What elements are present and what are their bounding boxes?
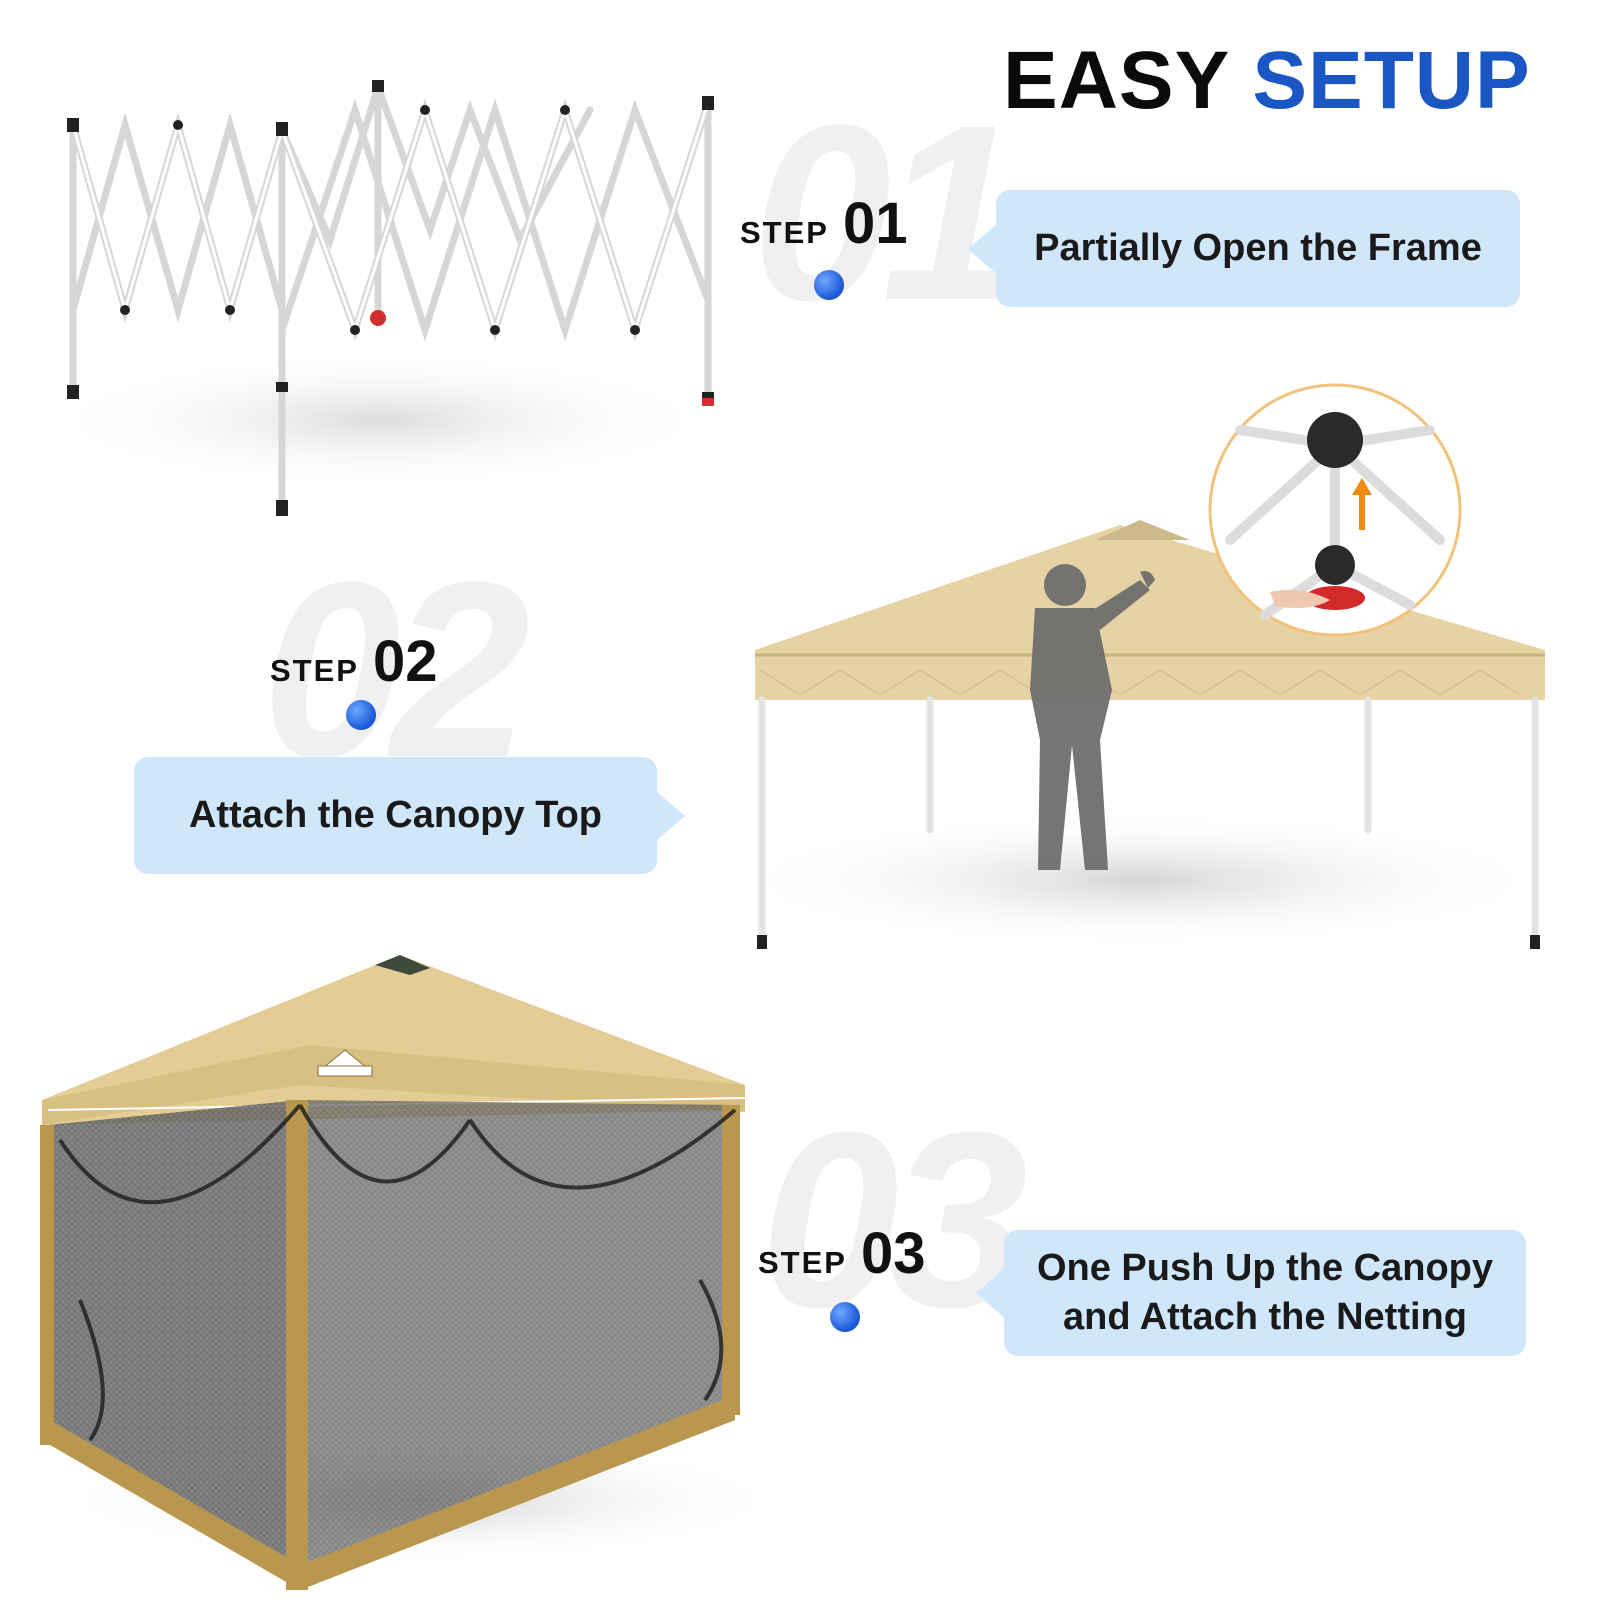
step-number: 03 (860, 1221, 926, 1286)
step-02-dot (346, 700, 376, 730)
step-number: 02 (372, 629, 438, 694)
step-03-caption-line-1: One Push Up the Canopy (1036, 1247, 1494, 1290)
step-03-dot (830, 1302, 860, 1332)
step-03-caption: One Push Up the Canopy and Attach the Ne… (1037, 1244, 1493, 1341)
step-01-caption-bubble: Partially Open the Frame (968, 190, 1520, 307)
step-03-caption-bubble: One Push Up the Canopy and Attach the Ne… (976, 1230, 1526, 1356)
step-word: STEP (740, 215, 829, 250)
ghost-number-02: 02 (262, 530, 530, 809)
brand-logo (316, 1049, 374, 1077)
title-word-easy: EASY (1003, 35, 1231, 126)
step-01-dot (814, 270, 844, 300)
hub-detail-icon (1208, 383, 1462, 637)
step-word: STEP (270, 653, 359, 688)
title-word-setup: SETUP (1252, 35, 1531, 126)
step-02-caption: Attach the Canopy Top (188, 794, 603, 837)
step-02-caption-bubble: Attach the Canopy Top (134, 757, 685, 874)
step-03-caption-line-2: and Attach the Netting (1063, 1296, 1467, 1338)
step-number: 01 (842, 191, 908, 256)
step-01-caption: Partially Open the Frame (1034, 227, 1482, 270)
step-word: STEP (758, 1245, 847, 1280)
ghost-number-01: 01 (752, 73, 1020, 352)
